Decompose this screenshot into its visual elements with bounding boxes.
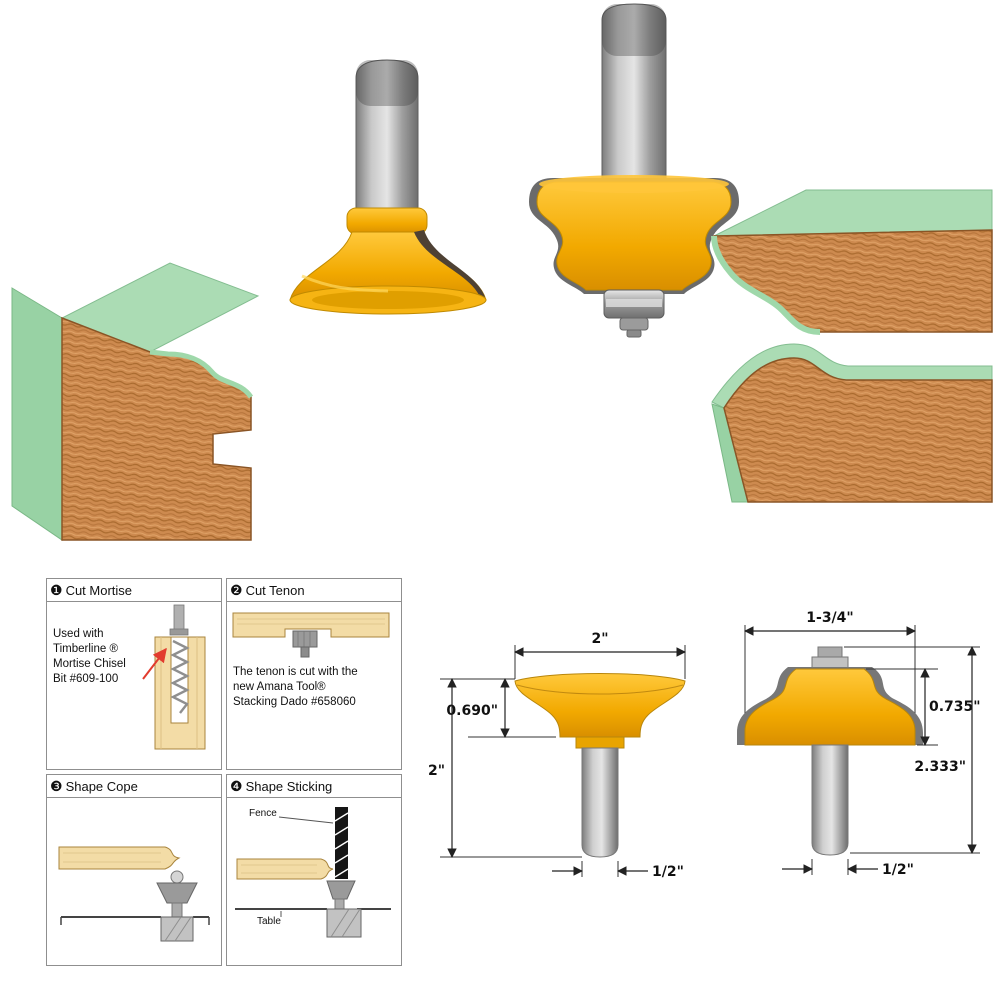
panel-shape-cope: ❸ Shape Cope [46, 774, 222, 966]
panel-cut-mortise: ❶ Cut Mortise Used with Timberline ® Mor… [46, 578, 222, 770]
bit-a-shank [581, 747, 619, 858]
dim-bit-b-cutter-height: 0.735" [929, 699, 981, 715]
table-label: Table [257, 916, 281, 927]
dim-bit-a-width: 2" [591, 631, 608, 647]
note-line: Used with [53, 628, 104, 640]
bit-b-cutter [744, 668, 916, 746]
mortise-bit-spiral [170, 639, 190, 714]
note-line: new Amana Tool® [233, 680, 326, 693]
dim-bit-a-overall-height: 2" [428, 763, 445, 779]
dim-bit-b-width: 1-3/4" [806, 610, 853, 626]
panel-shape-sticking: ❹ Shape Sticking Fence [226, 774, 402, 966]
panel-4-title: Shape Sticking [245, 778, 333, 794]
panel-1-title: Cut Mortise [65, 582, 133, 598]
mortise-note: Used with Timberline ® Mortise Chisel Bi… [53, 627, 143, 687]
note-line: Timberline ® [53, 642, 118, 655]
note-line: Bit #609-100 [53, 672, 119, 685]
note-line: The tenon is cut with the [233, 666, 358, 678]
bit-a-cutter [514, 673, 686, 738]
note-line: Stacking Dado #658060 [233, 695, 356, 708]
panel-3-number: ❸ [50, 778, 63, 794]
product-photo [11, 3, 993, 541]
panel-3-header: ❸ Shape Cope [47, 775, 221, 798]
cope-cutter [156, 882, 198, 904]
note-line: Mortise Chisel [53, 657, 126, 670]
dim-bit-b-overall-height: 2.333" [914, 759, 966, 775]
wood-sample-right-upper [711, 189, 993, 335]
collet [160, 916, 194, 942]
router-bit-roundover [529, 3, 739, 338]
dim-bit-a-shank: 1/2" [652, 864, 684, 880]
fence-label: Fence [249, 808, 277, 819]
panel-3-title: Shape Cope [65, 778, 138, 794]
dimension-diagram-bit-a: 2" 0.690" 2" 1/2" [428, 631, 686, 880]
tenon-note: The tenon is cut with the new Amana Tool… [233, 665, 398, 710]
panel-1-number: ❶ [50, 582, 63, 598]
dimension-diagram-bit-b: 1-3/4" 0.735" 2.333" 1/2" [737, 610, 981, 878]
dim-bit-a-cutter-height: 0.690" [446, 703, 498, 719]
panel-4-number: ❹ [230, 778, 243, 794]
sticking-diagram: Fence Table [235, 807, 391, 938]
panel-cut-tenon: ❷ Cut Tenon The tenon is cut with the ne… [226, 578, 402, 770]
panel-4-header: ❹ Shape Sticking [227, 775, 401, 798]
red-pointer-arrow [142, 647, 167, 680]
bit-b-pilot [817, 646, 843, 658]
panel-1-header: ❶ Cut Mortise [47, 579, 221, 602]
collet [326, 908, 362, 938]
mortise-diagram [142, 604, 206, 750]
wood-sample-right-lower [711, 343, 993, 503]
wood-sample-left [11, 262, 260, 541]
panel-2-header: ❷ Cut Tenon [227, 579, 401, 602]
panel-2-number: ❷ [230, 582, 243, 598]
dimension-drawings: 2" 0.690" 2" 1/2" 1-3/4" [428, 610, 981, 880]
cope-diagram [58, 846, 210, 942]
instruction-grid: ❶ Cut Mortise Used with Timberline ® Mor… [46, 578, 402, 966]
router-bit-ogee [289, 59, 487, 315]
tenon-diagram [232, 612, 390, 658]
panel-2-title: Cut Tenon [245, 582, 305, 598]
sticking-cutter [326, 880, 356, 900]
bit-b-shank [811, 744, 849, 856]
dim-bit-b-shank: 1/2" [882, 862, 914, 878]
fence [334, 807, 349, 879]
